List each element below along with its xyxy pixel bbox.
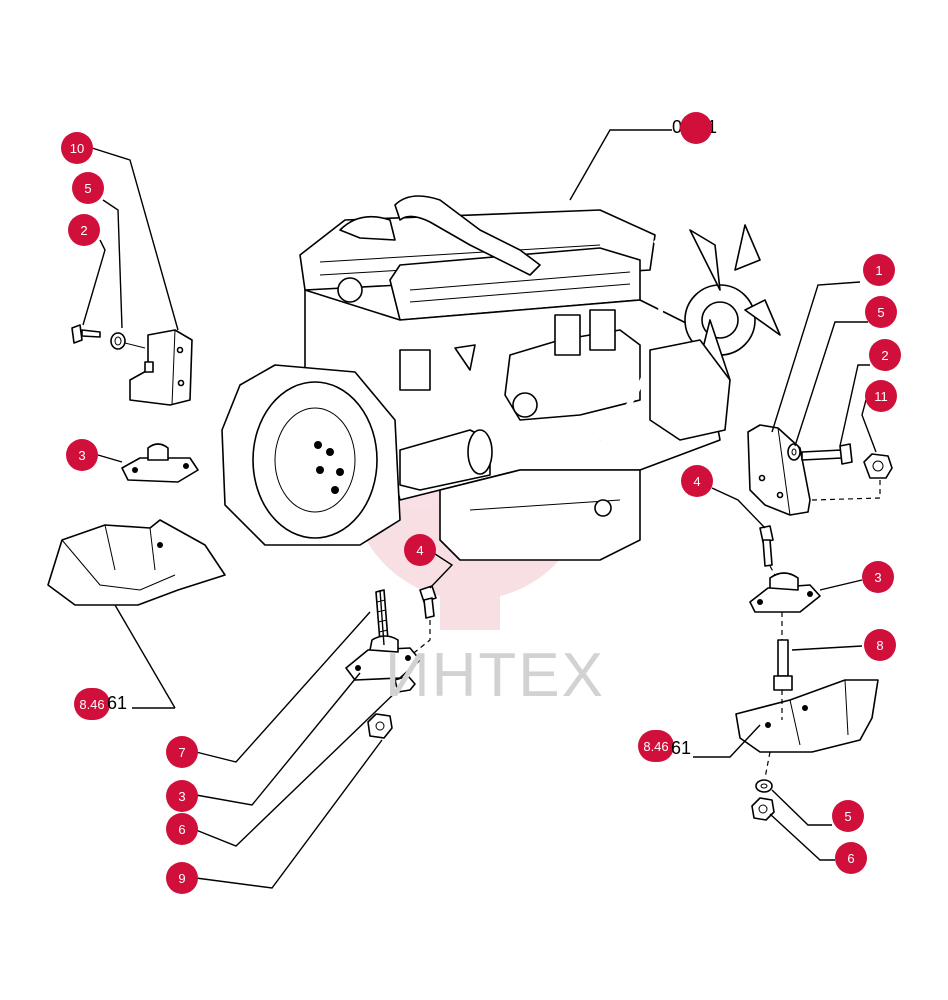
callout-bolt-2-left[interactable]: 2: [68, 214, 100, 246]
left-bracket-ref-text: 61: [107, 693, 128, 713]
callout-mount-3-center[interactable]: 3: [166, 780, 198, 812]
center-mount-assembly: [195, 551, 454, 889]
right-bracket-assembly: [747, 281, 893, 516]
callout-bolt-2-right[interactable]: 2: [869, 339, 901, 371]
engine-block: [221, 195, 781, 561]
callout-bracket-10[interactable]: 10: [61, 132, 93, 164]
callout-washer-5-right[interactable]: 5: [865, 296, 897, 328]
right-bracket-ref-text: 61: [671, 738, 692, 758]
callout-nut-9[interactable]: 9: [166, 862, 198, 894]
right-mount-assembly: [693, 487, 879, 861]
callout-washer-5-left[interactable]: 5: [72, 172, 104, 204]
callout-nut-6-lower-right[interactable]: 6: [835, 842, 867, 874]
left-rubber-mount: [97, 443, 199, 483]
engine-ref-leader: [569, 129, 672, 201]
callout-nut-11[interactable]: 11: [865, 380, 897, 412]
left-support-bracket: [47, 519, 226, 709]
callout-mount-3-right[interactable]: 3: [862, 561, 894, 593]
callout-bolt-8[interactable]: 8: [864, 629, 896, 661]
callout-bolt-4-right[interactable]: 4: [681, 465, 713, 497]
callout-bolt-4-center[interactable]: 4: [404, 534, 436, 566]
callout-nut-6-center[interactable]: 6: [166, 813, 198, 845]
left-bracket-ref-badge[interactable]: 8.46: [74, 688, 110, 720]
callout-stud-7[interactable]: 7: [166, 736, 198, 768]
engine-ref-badge[interactable]: [680, 112, 712, 144]
left-bracket-assembly: [71, 147, 193, 406]
callout-mount-3-left[interactable]: 3: [66, 439, 98, 471]
right-bracket-ref-badge[interactable]: 8.46: [638, 730, 674, 762]
callout-washer-5-lower-right[interactable]: 5: [832, 800, 864, 832]
callout-bracket-1[interactable]: 1: [863, 254, 895, 286]
watermark-text: ИНТЕХ: [385, 641, 605, 710]
